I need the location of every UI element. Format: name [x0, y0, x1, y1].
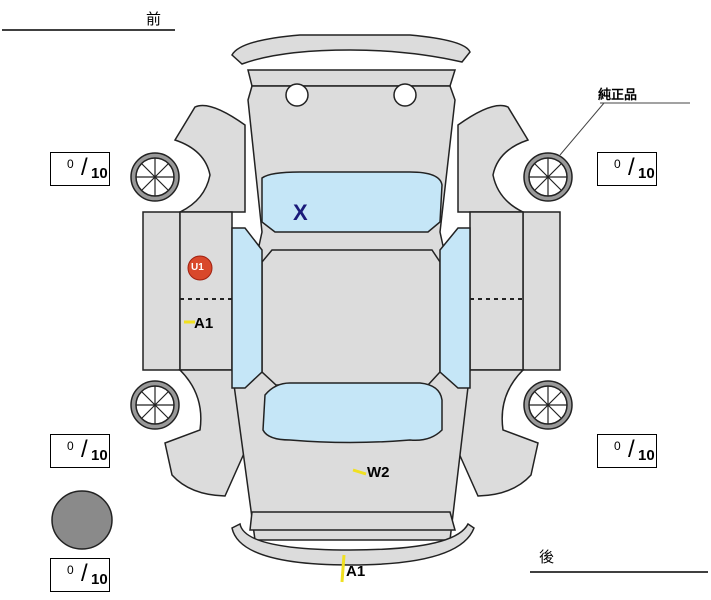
tread-value: 0	[614, 157, 621, 171]
rear-right-wheel-icon	[523, 380, 573, 430]
front-right-wheel-icon	[523, 152, 573, 202]
tread-max: 10	[91, 165, 108, 182]
right-window	[439, 227, 471, 389]
u1-badge	[187, 255, 213, 281]
left-side-panel	[142, 211, 181, 371]
roof	[261, 249, 441, 386]
slash: /	[81, 560, 88, 587]
damage-mark-u1: U1	[191, 262, 204, 273]
rear-trim	[249, 511, 456, 531]
rear-left-wheel-icon	[130, 380, 180, 430]
windshield	[261, 171, 443, 233]
rear-window	[262, 382, 443, 444]
slash: /	[81, 436, 88, 463]
tread-max: 10	[638, 447, 655, 464]
tire-gauge-front-right: 0 /10	[597, 152, 657, 186]
damage-mark-windshield: X	[293, 200, 308, 225]
right-side-panel	[522, 211, 561, 371]
slash: /	[628, 436, 635, 463]
slash: /	[628, 154, 635, 181]
genuine-leader-line	[559, 102, 605, 156]
tread-value: 0	[67, 157, 74, 171]
rear-bumper	[231, 522, 475, 566]
front-left-wheel-icon	[130, 152, 180, 202]
tread-max: 10	[91, 447, 108, 464]
damage-mark-trunk: W2	[367, 464, 390, 481]
right-front-fender	[457, 104, 530, 213]
left-headlight	[285, 83, 309, 107]
front-bumper	[231, 34, 471, 65]
tread-max: 10	[91, 571, 108, 588]
front-label: 前	[146, 11, 162, 28]
tread-value: 0	[67, 563, 74, 577]
left-front-fender	[173, 104, 246, 213]
tire-gauge-front-left: 0 /10	[50, 152, 110, 186]
right-rear-fender	[452, 369, 539, 497]
right-headlight	[393, 83, 417, 107]
tire-gauge-rear-left: 0 /10	[50, 434, 110, 468]
tread-value: 0	[614, 439, 621, 453]
spare-tire-icon	[51, 490, 113, 550]
tread-max: 10	[638, 165, 655, 182]
tread-value: 0	[67, 439, 74, 453]
tire-gauge-spare: 0 /10	[50, 558, 110, 592]
wheel-icons	[130, 152, 573, 430]
damage-mark-rear-bumper: A1	[346, 563, 366, 580]
genuine-label: 純正品	[598, 87, 638, 102]
left-rear-fender	[164, 369, 251, 497]
damage-mark-left-door: A1	[194, 315, 214, 332]
rear-label: 後	[539, 549, 555, 566]
slash: /	[81, 154, 88, 181]
tire-gauge-rear-right: 0 /10	[597, 434, 657, 468]
right-doors	[469, 211, 524, 371]
left-window	[231, 227, 263, 389]
front-grille	[247, 69, 457, 87]
left-doors	[179, 211, 233, 371]
